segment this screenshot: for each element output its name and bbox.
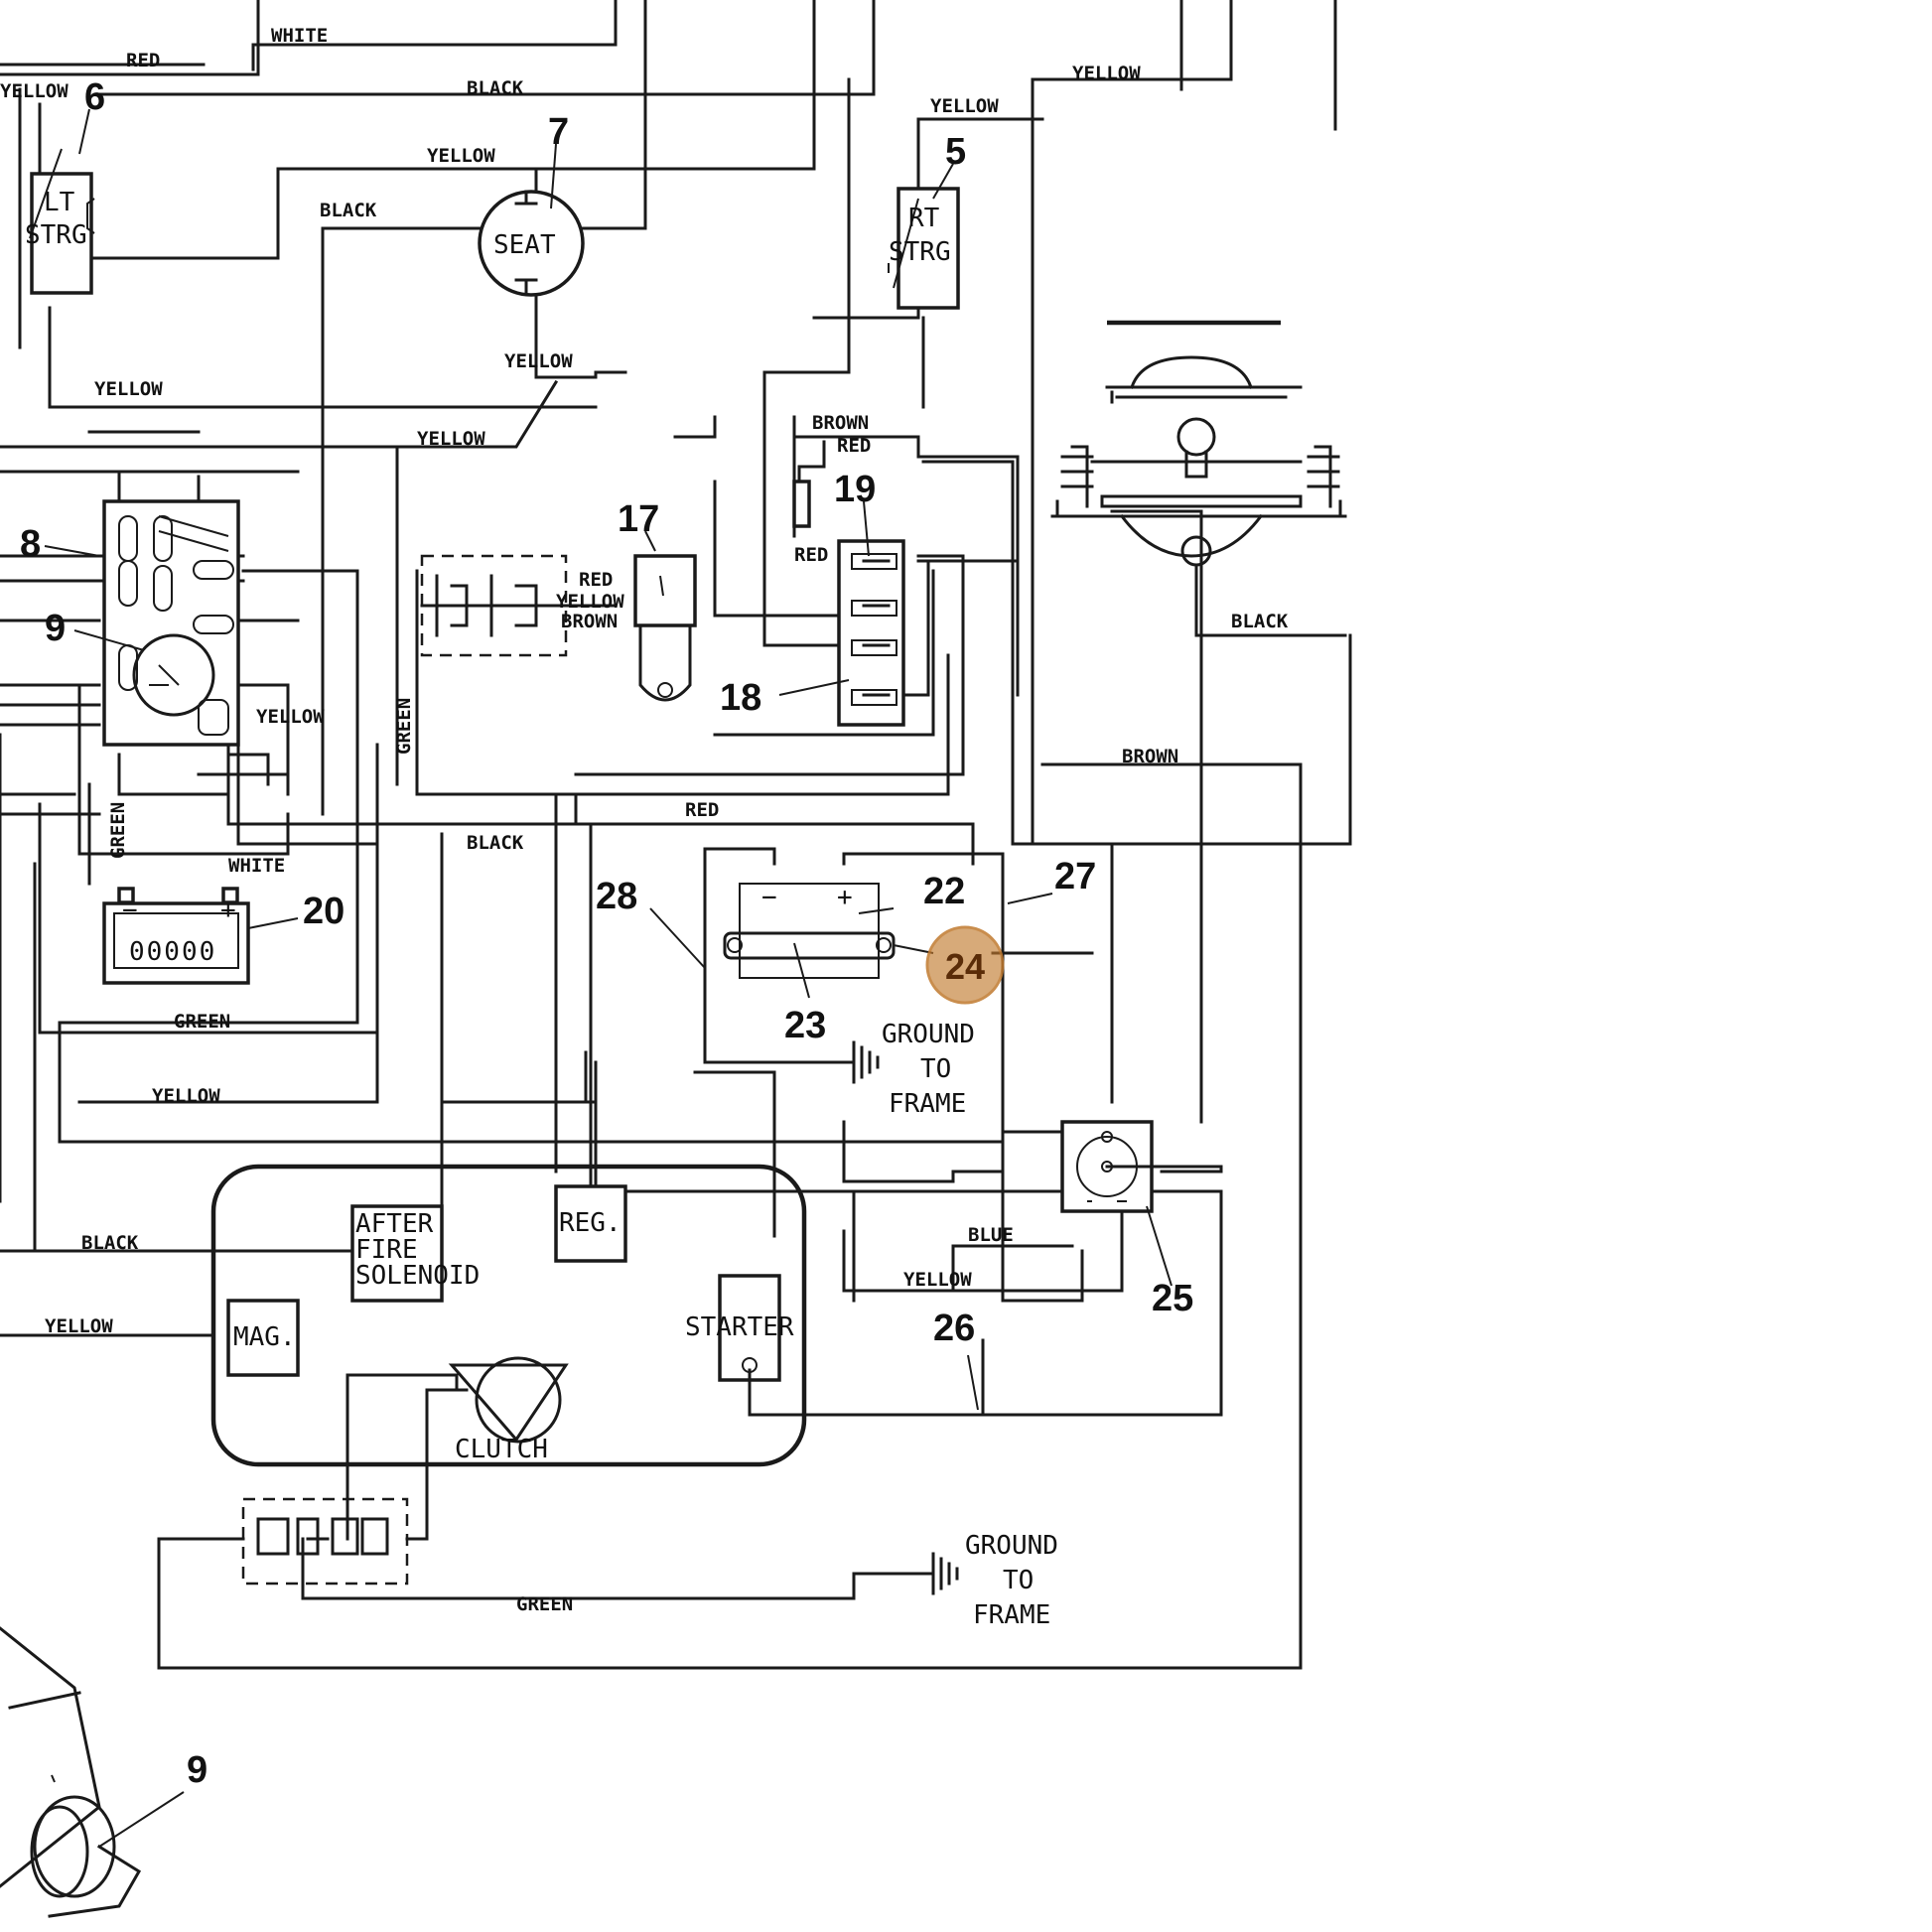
battery-cells: 00000	[129, 937, 216, 967]
callout-7: 7	[548, 111, 569, 153]
callout-9: 9	[45, 608, 66, 649]
label-yellow-lower: YELLOW	[152, 1085, 220, 1107]
label-brown-19: BROWN	[812, 412, 869, 434]
callout-23: 23	[784, 1005, 826, 1046]
label-yellow-starter: YELLOW	[903, 1269, 972, 1291]
callout-5: 5	[945, 131, 966, 173]
relay-block-19-18	[792, 440, 905, 727]
label-black-center: BLACK	[467, 832, 524, 854]
callout-27: 27	[1054, 856, 1096, 897]
label-blue: BLUE	[968, 1224, 1014, 1246]
label-yellow-rt: YELLOW	[930, 95, 999, 117]
ground-symbol-1	[844, 1040, 880, 1084]
label-yellow-17: YELLOW	[556, 591, 624, 613]
ignition-switch	[102, 499, 240, 747]
battery-plus: +	[220, 896, 236, 925]
label-red-19-left: RED	[794, 544, 828, 566]
label-brown-17: BROWN	[561, 611, 618, 632]
label-green-bottom: GREEN	[516, 1593, 573, 1615]
label-yellow-top-right: YELLOW	[1072, 63, 1141, 84]
label-black-engine: BLACK	[81, 1232, 139, 1254]
label-white-top: WHITE	[271, 25, 328, 47]
highlighted-callout-24[interactable]: 24	[925, 925, 1005, 1005]
label-black-top: BLACK	[467, 77, 524, 99]
label-green-left-vertical: GREEN	[107, 802, 129, 859]
label-yellow-seat: YELLOW	[427, 145, 495, 167]
inset-engine-drawing	[0, 1626, 185, 1918]
label-red-17: RED	[579, 569, 613, 591]
highlight-marker[interactable]	[925, 925, 1005, 1005]
label-red-center: RED	[685, 799, 719, 821]
starter-box	[718, 1274, 781, 1382]
battery-minus: −	[122, 896, 138, 925]
seat-label: SEAT	[493, 230, 556, 260]
label-green-battery: GREEN	[174, 1011, 230, 1033]
callout-17: 17	[618, 498, 659, 540]
label-red-top: RED	[126, 50, 160, 71]
callout-6: 6	[84, 76, 105, 118]
label-yellow-left-top: YELLOW	[0, 80, 69, 102]
connector-dashed-bottom	[241, 1497, 409, 1586]
label-yellow-switch: YELLOW	[256, 706, 325, 728]
svg-text:+: +	[837, 883, 853, 912]
label-yellow-engine: YELLOW	[45, 1315, 113, 1337]
ground-symbol-2	[931, 1552, 959, 1595]
reg-box	[554, 1184, 627, 1263]
connector-dashed-17	[420, 554, 618, 657]
svg-text:−: −	[761, 883, 777, 912]
label-white-battery: WHITE	[228, 855, 285, 877]
lamp-assembly	[1050, 320, 1347, 637]
callout-8: 8	[20, 523, 41, 565]
starter-solenoid	[1060, 1120, 1223, 1287]
starter-label: STARTER	[685, 1312, 794, 1342]
label-yellow-seat-bottom: YELLOW	[504, 350, 573, 372]
callout-19: 19	[834, 469, 876, 510]
label-yellow-center: YELLOW	[417, 428, 485, 450]
wire-labels: WHITE RED YELLOW BLACK YELLOW BLACK YELL…	[0, 25, 1289, 1615]
mag-label: MAG.	[233, 1322, 296, 1352]
mag-box	[226, 1299, 300, 1377]
label-red-19-top: RED	[837, 435, 871, 457]
callout-28: 28	[596, 876, 637, 917]
label-black-left: BLACK	[320, 200, 377, 221]
callout-26: 26	[933, 1308, 975, 1349]
callout-numbers: 6 7 5 8 9 17 19 18 20 28 22 27 23 25 26 …	[20, 76, 1193, 1791]
label-black-lamp: BLACK	[1231, 611, 1289, 632]
callout-9-inset: 9	[187, 1749, 207, 1791]
callout-18: 18	[720, 677, 761, 719]
label-brown-right: BROWN	[1122, 746, 1178, 767]
label-green-vertical: GREEN	[393, 698, 415, 755]
callout-25: 25	[1152, 1278, 1193, 1319]
seat-switch: SEAT	[478, 190, 585, 297]
wires	[0, 0, 1352, 1670]
callout-22: 22	[923, 871, 965, 912]
component-17	[633, 554, 697, 702]
callout-20: 20	[303, 891, 345, 932]
reg-label: REG.	[559, 1208, 621, 1238]
label-yellow-mid: YELLOW	[94, 378, 163, 400]
battery: 00000 − +	[102, 887, 250, 985]
callout-24[interactable]: 24	[945, 946, 985, 987]
clutch-label: CLUTCH	[455, 1435, 548, 1464]
battery-box-22-23: − +	[649, 847, 1064, 1134]
after-fire-solenoid-box	[350, 1204, 444, 1303]
